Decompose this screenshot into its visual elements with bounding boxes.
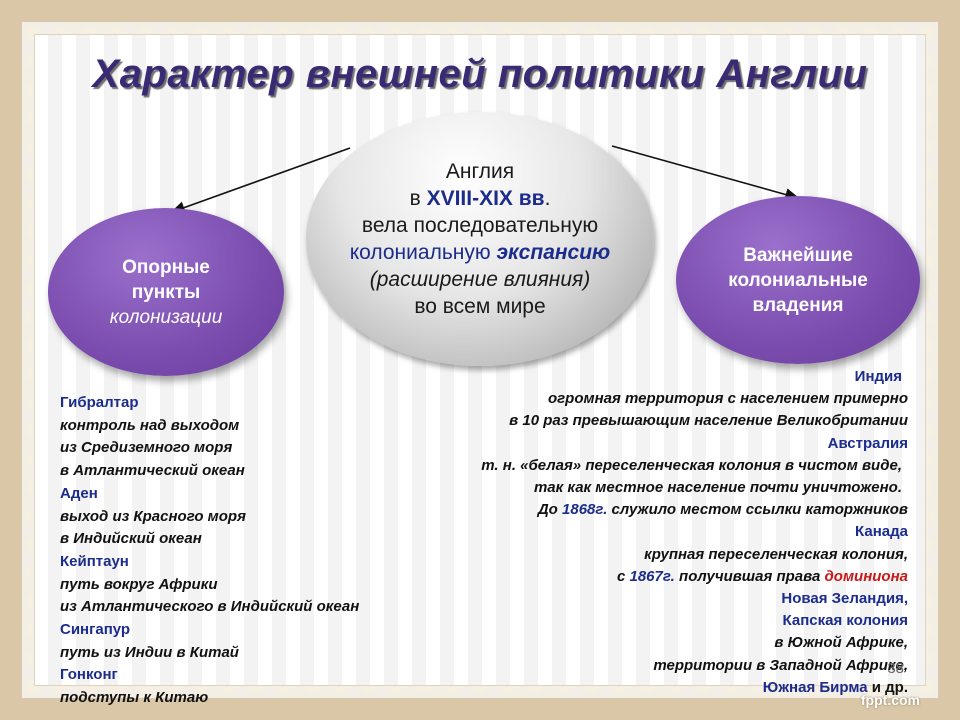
list-item: Гибралтар	[60, 394, 139, 411]
india-desc-2: в 10 раз превышающим население Великобри…	[509, 412, 908, 430]
burma-line: Южная Бирма и др.	[348, 677, 908, 699]
watermark: fppt.com	[860, 692, 920, 708]
possession-cape-colony: Капская колония	[782, 612, 908, 630]
possessions-list: Индия огромная территория с населением п…	[348, 366, 908, 699]
slide-title: Характер внешней политики Англии	[92, 52, 868, 96]
center-line-2-post: .	[544, 187, 551, 210]
list-item: подступы к Китаю	[60, 689, 209, 707]
australia-desc-2: так как местное население почти уничтоже…	[533, 479, 902, 497]
list-item: путь из Индии в Китай	[60, 643, 239, 661]
strongholds-list: Гибралтар контроль над выходом из Средиз…	[60, 392, 460, 710]
center-line-6: во всем мире	[414, 295, 546, 318]
possession-australia: Австралия	[827, 434, 908, 452]
list-item: путь вокруг Африки	[60, 575, 218, 593]
india-desc-1: огромная территория с населением примерн…	[548, 390, 908, 408]
page-number: 38	[887, 660, 904, 677]
arrow-to-left-circle	[170, 147, 351, 214]
center-expansion: экспансию	[496, 241, 611, 264]
left-circle-line-2: пункты	[131, 281, 201, 303]
australia-desc-3-pre: До	[537, 501, 563, 519]
dominion-term: доминиона	[824, 567, 908, 585]
possession-india: Индия	[854, 368, 902, 385]
canada-desc-1: крупная переселенческая колония,	[644, 545, 908, 563]
australia-desc-3-post: служило местом ссылки каторжников	[607, 501, 908, 519]
center-colonial: колониальную	[349, 241, 497, 264]
burma-etc: и др.	[867, 678, 908, 696]
left-circle-line-3: колонизации	[109, 306, 223, 328]
arrow-to-right-circle	[611, 145, 800, 201]
list-item: контроль над выходом	[60, 416, 240, 434]
canada-year: 1867г.	[629, 567, 675, 585]
possession-burma: Южная Бирма	[762, 678, 868, 696]
canada-desc-2-pre: с	[616, 567, 630, 585]
australia-year: 1868г.	[562, 501, 608, 519]
right-circle-possessions: Важнейшие колониальные владения	[676, 196, 920, 364]
canada-desc-2-mid: получившая права	[674, 567, 825, 585]
list-item: Гонконг	[60, 666, 118, 684]
right-circle-line-2: колониальные	[728, 269, 868, 291]
list-item: из Средиземного моря	[60, 439, 233, 457]
center-line-5: (расширение влияния)	[369, 268, 591, 291]
center-line-3: вела последовательную	[361, 214, 599, 237]
right-circle-line-3: владения	[752, 294, 844, 316]
list-item: из Атлантического в Индийский океан	[60, 598, 360, 616]
center-line-2-pre: в	[409, 187, 427, 210]
list-item: в Индийский океан	[60, 530, 202, 548]
list-item: Сингапур	[60, 621, 131, 639]
center-line-4: колониальную экспансию	[350, 239, 610, 266]
list-item: выход из Красного моря	[60, 507, 246, 525]
center-century: XVIII-XIX вв	[426, 187, 545, 210]
right-circle-line-1: Важнейшие	[743, 244, 853, 266]
left-circle-line-1: Опорные	[122, 256, 210, 278]
list-item: в Атлантический океан	[60, 462, 245, 480]
center-ellipse-england: Англия в XVIII-XIX вв. вела последовател…	[306, 112, 654, 366]
west-africa: территории в Западной Африке,	[653, 656, 908, 674]
center-line-2: в XVIII-XIX вв.	[410, 185, 551, 212]
list-item: Аден	[60, 484, 98, 502]
cape-desc: в Южной Африке,	[774, 634, 908, 652]
possession-canada: Канада	[855, 523, 908, 541]
possession-new-zealand: Новая Зеландия,	[781, 590, 908, 608]
center-line-1: Англия	[445, 160, 515, 183]
australia-desc-1: т. н. «белая» переселенческая колония в …	[481, 456, 902, 474]
list-item: Кейптаун	[60, 552, 129, 570]
australia-desc-3: До 1868г. служило местом ссылки каторжни…	[348, 499, 908, 521]
left-circle-strongholds: Опорные пункты колонизации	[48, 208, 284, 376]
canada-desc-2: с 1867г. получившая права доминиона	[348, 566, 908, 588]
